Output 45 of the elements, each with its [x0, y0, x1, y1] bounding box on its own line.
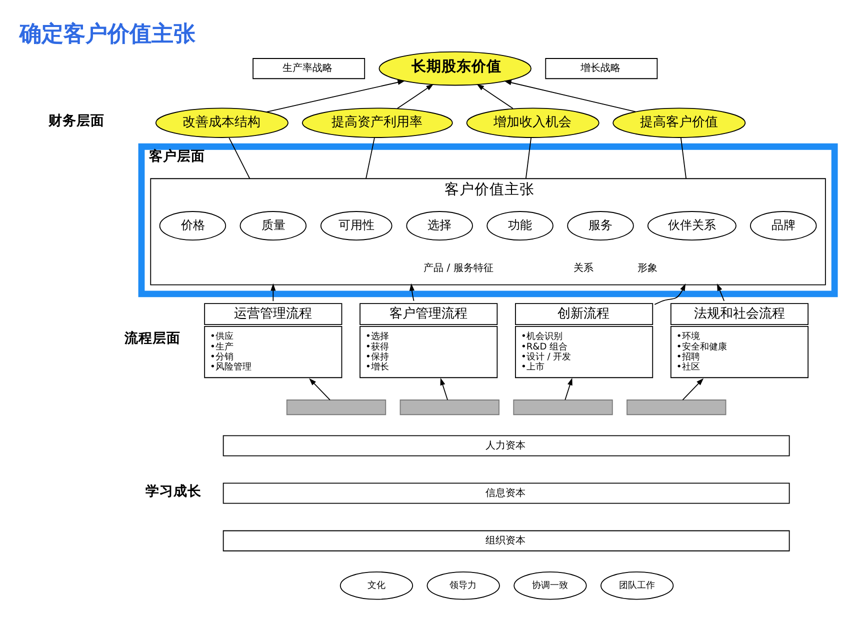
- node-ellipse: 领导力: [426, 571, 500, 600]
- arrow: [396, 84, 434, 109]
- node-box: 增长战略: [545, 58, 658, 80]
- node-ellipse: 价格: [159, 211, 226, 240]
- arrow: [266, 80, 406, 112]
- node-box: 组织资本: [222, 530, 790, 552]
- node-box: [286, 400, 386, 416]
- label: 产品 / 服务特征: [424, 262, 494, 274]
- node-ellipse: 改善成本结构: [155, 108, 288, 138]
- node-box: 信息资本: [222, 482, 790, 504]
- node-box: [513, 400, 613, 416]
- arrow: [564, 378, 572, 400]
- arrow: [682, 378, 704, 400]
- label: 流程层面: [124, 330, 181, 346]
- node-box: 生产率战略: [252, 58, 366, 80]
- node-box: [626, 400, 726, 416]
- node-ellipse: 质量: [240, 211, 307, 240]
- node-ellipse: 功能: [486, 211, 554, 240]
- node-ellipse: 提高客户价值: [612, 108, 746, 138]
- arrow: [476, 84, 514, 109]
- arrow: [504, 80, 636, 112]
- label: 财务层面: [48, 113, 105, 130]
- node-ellipse: 品牌: [750, 211, 817, 240]
- arrow: [716, 284, 725, 302]
- node-ellipse: 可用性: [320, 211, 392, 240]
- node-box: 人力资本: [222, 435, 790, 456]
- node-ellipse: 增加收入机会: [466, 108, 600, 138]
- node-ellipse: 协调一致: [514, 571, 587, 600]
- node-ellipse: 文化: [340, 571, 414, 600]
- label: 关系: [574, 262, 594, 274]
- diagram-title: 确定客户价值主张: [19, 22, 196, 47]
- arrow: [309, 378, 330, 400]
- arrow: [409, 283, 414, 302]
- arrow: [440, 378, 448, 400]
- node-ellipse: 团队工作: [600, 571, 674, 600]
- connector: [228, 138, 250, 180]
- node-ellipse: 伙伴关系: [647, 211, 736, 240]
- node-ellipse: 提高资产利用率: [302, 108, 453, 138]
- arrow: [270, 283, 276, 302]
- label: 学习成长: [146, 484, 202, 500]
- node-ellipse: 服务: [567, 211, 634, 240]
- node-ellipse: 选择: [406, 211, 473, 240]
- node-box: [400, 400, 500, 416]
- arrow: [654, 284, 686, 305]
- label: 形象: [638, 262, 658, 274]
